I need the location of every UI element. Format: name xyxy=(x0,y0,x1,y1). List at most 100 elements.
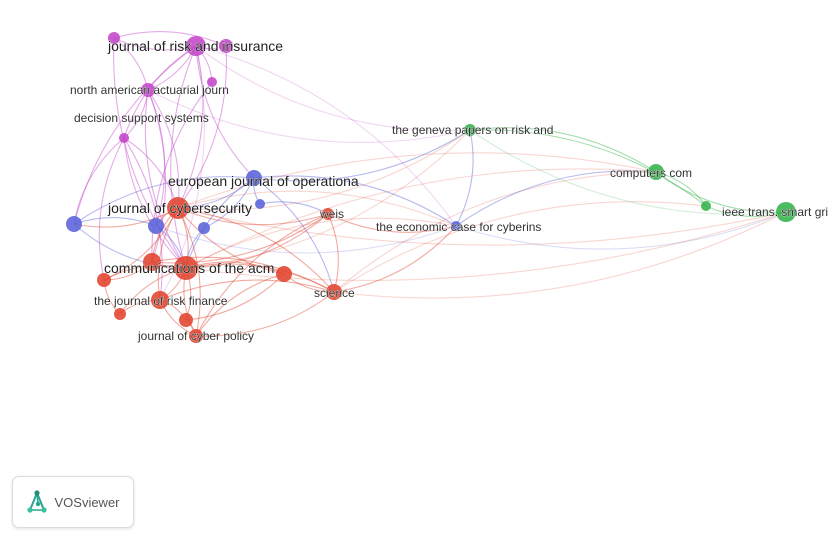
edge-link xyxy=(73,176,255,225)
node-ejor[interactable] xyxy=(246,170,262,186)
edge-link xyxy=(185,263,335,293)
edge-link xyxy=(177,129,471,211)
edge-link xyxy=(195,45,457,227)
edge-link xyxy=(177,207,285,275)
node-jrf[interactable] xyxy=(151,291,169,309)
edge-link xyxy=(151,213,329,264)
edge-link xyxy=(113,37,187,269)
node-r2[interactable] xyxy=(97,273,111,287)
edge-link xyxy=(195,45,471,132)
node-ieee[interactable] xyxy=(776,202,796,222)
edge-link xyxy=(185,273,285,321)
edge-link xyxy=(185,129,471,269)
edge-link xyxy=(253,175,457,227)
vosviewer-logo-icon xyxy=(27,490,48,513)
node-b3[interactable] xyxy=(198,222,210,234)
edge-link xyxy=(455,211,787,250)
node-label-jcp[interactable]: journal of cyber policy xyxy=(137,329,255,344)
node-b4[interactable] xyxy=(255,199,265,209)
node-dss[interactable] xyxy=(119,133,129,143)
node-naaj[interactable] xyxy=(141,83,155,97)
node-label-ecc[interactable]: the economic case for cyberins xyxy=(376,220,542,235)
vosviewer-badge[interactable]: VOSviewer xyxy=(12,476,134,528)
node-label-gp[interactable]: the geneva papers on risk and xyxy=(392,123,554,138)
edge-link xyxy=(333,225,457,293)
node-label-ieee[interactable]: ieee trans. smart gri xyxy=(722,205,829,220)
edge-link xyxy=(177,45,204,209)
edge-link xyxy=(455,129,474,227)
node-r3[interactable] xyxy=(276,266,292,282)
edge-link xyxy=(177,152,657,209)
node-jri[interactable] xyxy=(186,36,206,56)
node-label-dss[interactable]: decision support systems xyxy=(74,111,209,126)
edge-link xyxy=(455,170,657,227)
edge-link xyxy=(147,89,471,143)
node-wis[interactable] xyxy=(322,208,334,220)
edge-link xyxy=(151,256,335,293)
node-r1[interactable] xyxy=(143,253,161,271)
edge-link xyxy=(73,137,125,225)
edge-link xyxy=(177,207,335,293)
node-joc[interactable] xyxy=(167,197,189,219)
node-ecc[interactable] xyxy=(451,221,461,231)
node-cr[interactable] xyxy=(648,164,664,180)
node-sci[interactable] xyxy=(326,284,342,300)
node-label-wis[interactable]: weis xyxy=(319,207,345,222)
node-gp[interactable] xyxy=(464,124,476,136)
node-m2[interactable] xyxy=(219,39,233,53)
edge-link xyxy=(170,45,197,269)
edge-link xyxy=(151,81,213,263)
node-label-joc[interactable]: journal of cybersecurity xyxy=(107,200,253,217)
labels-layer: journal of risk and insurance north ameri… xyxy=(70,38,829,344)
edge-link xyxy=(98,137,125,281)
node-cacm[interactable] xyxy=(174,256,198,280)
edge-link xyxy=(253,177,335,293)
edge-link xyxy=(259,201,329,215)
edge-link xyxy=(155,225,457,254)
edge-link xyxy=(327,213,339,293)
edge-link xyxy=(185,211,787,281)
edge-link xyxy=(147,89,166,227)
node-label-naaj[interactable]: north american actuarial journ xyxy=(70,83,229,98)
node-label-cr[interactable]: computers com xyxy=(610,166,693,181)
edge-link xyxy=(195,273,285,337)
edge-link xyxy=(113,31,227,47)
edge-link xyxy=(469,129,787,215)
node-m1[interactable] xyxy=(108,32,120,44)
node-label-cacm[interactable]: communications of the acm xyxy=(104,260,275,277)
edge-link xyxy=(73,45,197,225)
node-r4[interactable] xyxy=(114,308,126,320)
edge-link xyxy=(177,207,787,246)
edge-link xyxy=(469,127,657,173)
edge-link xyxy=(147,89,167,263)
node-jcp[interactable] xyxy=(189,329,203,343)
edge-link xyxy=(177,45,227,209)
node-label-sci[interactable]: science xyxy=(314,286,356,301)
node-g1[interactable] xyxy=(701,201,711,211)
edge-link xyxy=(144,89,187,269)
nodes-layer xyxy=(66,32,796,343)
edge-link xyxy=(185,217,457,269)
edge-link xyxy=(147,89,180,209)
edge-link xyxy=(73,223,187,269)
edge-link xyxy=(177,207,201,337)
edge-link xyxy=(177,190,457,227)
edge-link xyxy=(195,213,329,337)
node-label-jrf[interactable]: the journal of risk finance xyxy=(94,294,228,309)
node-b1[interactable] xyxy=(66,216,82,232)
node-b2[interactable] xyxy=(148,218,164,234)
edge-link xyxy=(333,211,787,299)
edge-link xyxy=(469,129,707,207)
edge-link xyxy=(185,213,329,269)
node-m3[interactable] xyxy=(207,77,217,87)
edge-link xyxy=(73,217,157,227)
node-label-ejor[interactable]: european journal of operationa xyxy=(168,173,360,190)
edge-link xyxy=(253,129,471,182)
node-r5[interactable] xyxy=(179,313,193,327)
edge-link xyxy=(327,213,457,233)
edge-link xyxy=(195,45,255,179)
node-label-jri[interactable]: journal of risk and insurance xyxy=(107,38,284,55)
edge-link xyxy=(333,201,707,293)
edge-link xyxy=(185,177,255,269)
